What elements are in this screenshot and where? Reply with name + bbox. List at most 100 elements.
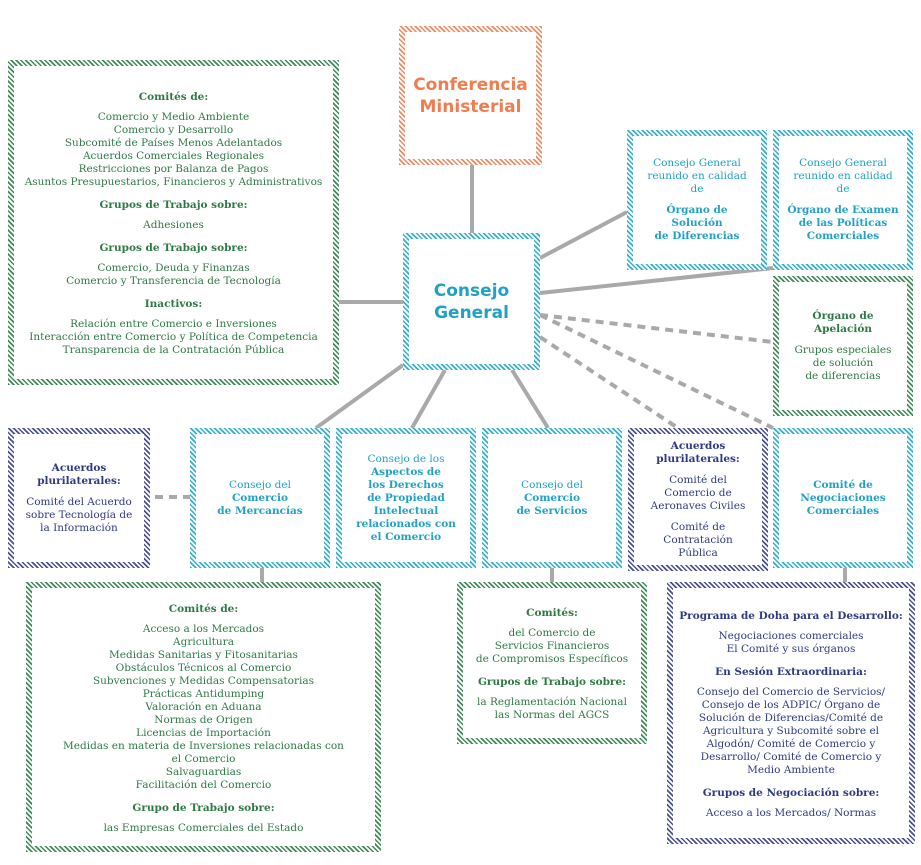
trade-negotiations-committee-box: Comité de Negociaciones Comerciales xyxy=(773,428,913,568)
services-council-box: Consejo del Comercio de Servicios xyxy=(482,428,622,568)
special-session-item: Consejo del Comercio de Servicios/ xyxy=(696,685,886,698)
connector-consejo-services xyxy=(510,368,550,430)
appellate-light-line: de diferencias xyxy=(805,369,881,382)
consejo-general-line1: Consejo xyxy=(433,280,510,301)
trips-council-bold-line: de Propiedad xyxy=(367,491,445,504)
tnc-bold-line: Comerciales xyxy=(806,504,880,517)
tprb-bold-line: Comerciales xyxy=(806,230,880,242)
inactive-item: Relación entre Comercio e Inversiones xyxy=(70,318,277,330)
working-group-item: Comercio y Transferencia de Tecnología xyxy=(66,275,281,287)
tprb-bold-line: de las Políticas xyxy=(798,217,888,229)
goods-committee-item: Valoración en Aduana xyxy=(145,700,262,713)
plurilateral-agreements-box: Acuerdos plurilaterales: Comité del Acue… xyxy=(8,428,150,568)
services-council-light-line: Consejo del xyxy=(521,478,583,491)
general-council-committees-box: Comités de: Comercio y Medio Ambiente Co… xyxy=(8,60,339,385)
goods-council-light-line: Consejo del xyxy=(229,478,291,491)
goods-committee-item: el Comercio xyxy=(171,752,236,765)
doha-development-agenda-box: Programa de Doha para el Desarrollo: Neg… xyxy=(667,582,915,844)
goods-committees-heading: Comités de: xyxy=(168,602,239,615)
committee-item: Subcomité de Países Menos Adelantados xyxy=(64,137,283,149)
connector-consejo-tprb xyxy=(539,266,774,295)
plurilateral-mid-line: Contratación xyxy=(663,533,733,546)
plurilateral-light-line: sobre Tecnología de xyxy=(25,508,133,521)
connector-consejo-goods xyxy=(314,363,405,430)
connector-consejo-trips xyxy=(410,369,447,429)
appellate-body-box: Órgano de Apelación Grupos especiales de… xyxy=(773,276,913,416)
special-session-item: Desarrollo/ Comité de Comercio y xyxy=(700,750,882,763)
working-group-item: Adhesiones xyxy=(143,219,204,231)
appellate-light-line: de solución xyxy=(812,356,874,369)
goods-working-group-item: las Empresas Comerciales del Estado xyxy=(103,821,304,834)
committee-item: Restricciones por Balanza de Pagos xyxy=(78,163,269,175)
trips-council-bold-line: el Comercio xyxy=(370,530,442,543)
committee-item: Comercio y Medio Ambiente xyxy=(97,111,250,123)
conferencia-line2: Ministerial xyxy=(419,96,522,117)
plurilateral-bold-line: Acuerdos xyxy=(51,461,107,474)
working-group-item: Comercio, Deuda y Finanzas xyxy=(97,262,250,274)
consejo-general-line2: General xyxy=(434,302,509,323)
dsb-bold-line: de Diferencias xyxy=(654,230,740,242)
services-committee-item: del Comercio de xyxy=(508,627,596,639)
goods-committee-item: Subvenciones y Medidas Compensatorias xyxy=(92,674,315,687)
tprb-light-line: reunido en calidad xyxy=(793,170,893,182)
trips-council-box: Consejo de los Aspectos de los Derechos … xyxy=(336,428,476,568)
services-committee-item: Servicios Financieros xyxy=(494,640,610,652)
negotiating-group-item: Acceso a los Mercados/ Normas xyxy=(705,806,877,819)
tprb-bold-line: Órgano de Examen xyxy=(787,204,899,216)
trips-council-bold-line: Intelectual xyxy=(373,504,439,517)
connector-consejo-dsb xyxy=(539,210,628,260)
committee-item: Asuntos Presupuestarios, Financieros y A… xyxy=(24,176,323,188)
tnc-bold-line: Negociaciones xyxy=(800,491,886,504)
tprb-light-line: de xyxy=(836,183,850,195)
conferencia-line1: Conferencia xyxy=(413,74,528,95)
services-working-group-item: las Normas del AGCS xyxy=(494,709,610,721)
tprb-light-line: Consejo General xyxy=(799,157,887,169)
plurilateral-light-line: Comité del Acuerdo xyxy=(26,495,132,508)
dsb-light-line: de xyxy=(690,183,704,195)
services-committees-heading: Comités: xyxy=(526,607,578,619)
doha-item: Negociaciones comerciales xyxy=(718,629,864,642)
goods-committee-item: Acceso a los Mercados xyxy=(142,622,265,635)
services-committees-box: Comités: del Comercio de Servicios Finan… xyxy=(457,582,647,744)
plurilateral-light-line: la Información xyxy=(40,521,118,534)
appellate-light-line: Grupos especiales xyxy=(794,343,892,356)
services-council-bold-line: Comercio xyxy=(523,491,581,504)
plurilateral-mid-bold-line: plurilaterales: xyxy=(656,452,740,465)
special-session-item: Algodón/ Comité de Comercio y xyxy=(706,737,876,750)
committee-item: Acuerdos Comerciales Regionales xyxy=(82,150,265,162)
inactive-item: Transparencia de la Contratación Pública xyxy=(62,344,285,356)
doha-heading: Programa de Doha para el Desarrollo: xyxy=(679,609,903,622)
trips-council-bold-line: relacionados con xyxy=(356,517,456,530)
services-working-group-item: la Reglamentación Nacional xyxy=(477,696,627,708)
conferencia-ministerial-box: Conferencia Ministerial xyxy=(399,26,542,165)
trips-council-bold-line: Aspectos de xyxy=(371,465,441,478)
inactive-item: Interacción entre Comercio y Política de… xyxy=(29,331,318,343)
goods-committee-item: Medidas en materia de Inversiones relaci… xyxy=(63,739,344,752)
special-session-item: Consejo de los ADPIC/ Órgano de xyxy=(701,698,881,711)
plurilateral-mid-line: Aeronaves Civiles xyxy=(650,499,746,512)
tnc-bold-line: Comité de xyxy=(813,478,873,491)
plurilateral-mid-line: Comité del xyxy=(669,473,727,486)
dsb-light-line: reunido en calidad xyxy=(647,170,747,182)
plurilateral-bold-line: plurilaterales: xyxy=(37,474,121,487)
plurilateral-mid-line: Comercio de xyxy=(664,486,732,499)
committee-item: Comercio y Desarrollo xyxy=(113,124,234,136)
goods-committee-item: Salvaguardias xyxy=(165,765,242,778)
goods-committee-item: Normas de Origen xyxy=(154,713,253,726)
committees-heading: Comités de: xyxy=(138,91,209,103)
appellate-bold-line: Órgano de xyxy=(812,309,874,322)
special-session-item: Medio Ambiente xyxy=(747,763,835,776)
goods-committee-item: Prácticas Antidumping xyxy=(142,687,265,700)
inactive-heading: Inactivos: xyxy=(144,298,203,310)
trips-council-bold-line: los Derechos xyxy=(368,478,444,491)
goods-committee-item: Licencias de Importación xyxy=(136,726,271,739)
dsb-bold-line: Órgano de Solución xyxy=(666,204,728,229)
goods-committees-box: Comités de: Acceso a los Mercados Agricu… xyxy=(26,582,381,852)
consejo-general-box: Consejo General xyxy=(403,233,540,370)
doha-item: El Comité y sus órganos xyxy=(726,642,856,655)
trade-policy-review-body-box: Consejo General reunido en calidad de Ór… xyxy=(773,130,913,270)
goods-council-box: Consejo del Comercio de Mercancías xyxy=(190,428,330,568)
dispute-settlement-body-box: Consejo General reunido en calidad de Ór… xyxy=(627,130,767,270)
working-groups-heading: Grupos de Trabajo sobre: xyxy=(99,199,248,211)
